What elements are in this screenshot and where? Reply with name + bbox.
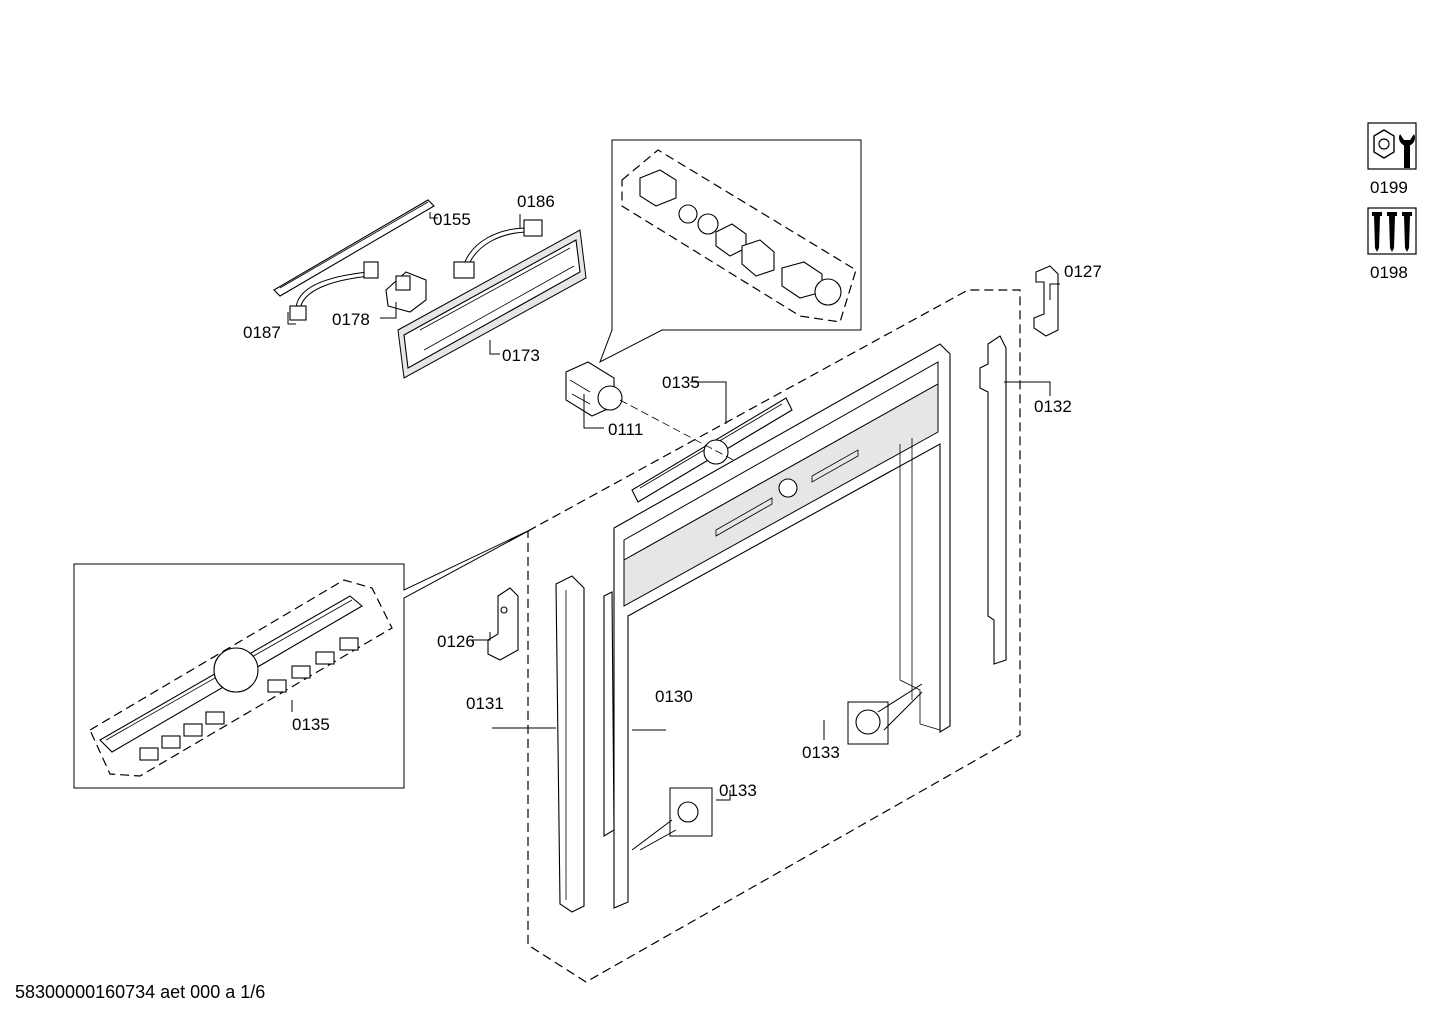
front-frame-part — [613, 343, 951, 909]
callout-0135-top: 0135 — [662, 373, 700, 392]
frame-side-strip — [603, 591, 615, 837]
screws-icon — [1367, 207, 1417, 255]
callout-0132: 0132 — [1034, 397, 1072, 416]
left-trim-part — [555, 575, 585, 913]
clip-0127-part — [1033, 265, 1059, 337]
callout-0130: 0130 — [655, 687, 693, 706]
right-rail-part — [979, 335, 1007, 665]
callout-0111: 0111 — [608, 420, 643, 439]
callout-0173: 0173 — [502, 346, 540, 365]
icon-label-0198: 0198 — [1370, 263, 1408, 282]
button-strip-part — [631, 397, 793, 503]
callout-0131: 0131 — [466, 694, 504, 713]
callout-0135-inset: 0135 — [292, 715, 330, 734]
control-knob-part — [565, 361, 623, 417]
wrench-nut-icon — [1367, 122, 1417, 170]
electronics-group — [273, 199, 587, 379]
bracket-0126-part — [487, 587, 519, 661]
callout-0133-right: 0133 — [802, 743, 840, 762]
callout-0133-bottom: 0133 — [719, 781, 757, 800]
assembly-boundary — [527, 289, 1021, 983]
document-id: 58300000160734 aet 000 a 1/6 — [15, 982, 265, 1002]
callout-0186: 0186 — [517, 192, 555, 211]
callout-0178: 0178 — [332, 310, 370, 329]
icon-label-0199: 0199 — [1370, 178, 1408, 197]
callout-0187: 0187 — [243, 323, 281, 342]
callout-0155: 0155 — [433, 210, 471, 229]
leader-lines — [287, 212, 1060, 801]
knob-0133-bottom — [631, 787, 713, 851]
knob-0133-right — [847, 683, 923, 745]
knob-inset — [599, 139, 862, 364]
strip-inset — [73, 529, 531, 789]
callout-0126: 0126 — [437, 632, 475, 651]
callout-0127: 0127 — [1064, 262, 1102, 281]
